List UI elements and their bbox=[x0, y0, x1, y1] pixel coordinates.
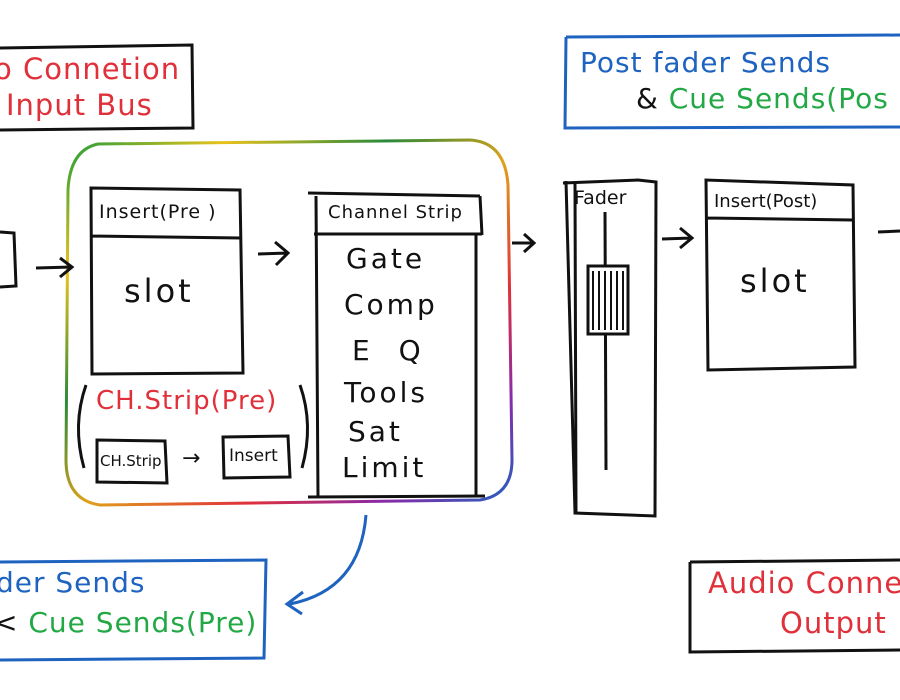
insert-post-slot: slot bbox=[740, 262, 810, 300]
insert-box-frame bbox=[221, 434, 292, 480]
bottom-left-note-line1: der Sends bbox=[0, 566, 146, 599]
top-right-note-amp: & bbox=[636, 82, 659, 115]
insert-pre-slot: slot bbox=[124, 272, 194, 310]
arrow-insert-to-strip bbox=[257, 240, 291, 267]
fader-knob-stripes bbox=[592, 271, 624, 330]
arrow-strip-to-fader bbox=[512, 232, 537, 254]
top-right-note-cue: Cue Sends(Pos bbox=[668, 82, 889, 115]
bottom-left-note-amp: < bbox=[0, 606, 19, 639]
bottom-right-note-line2: Output bbox=[780, 606, 887, 640]
arrow-fader-to-insert bbox=[661, 226, 695, 250]
ch-strip-arrow: → bbox=[182, 446, 202, 471]
fader-title: Fader bbox=[574, 187, 627, 209]
pre-section-outline bbox=[64, 138, 514, 507]
bottom-left-note-box bbox=[0, 558, 268, 662]
top-right-note-box bbox=[563, 33, 900, 130]
channel-strip-box bbox=[307, 191, 486, 499]
arrow-insert-to-output bbox=[877, 229, 900, 234]
top-left-note-line2: Input Bus bbox=[6, 88, 153, 122]
channel-strip-item-sat: Sat bbox=[348, 415, 403, 448]
channel-strip-item-tools: Tools bbox=[344, 376, 428, 409]
ch-strip-right-paren bbox=[298, 384, 309, 469]
bottom-right-note-box bbox=[688, 558, 900, 654]
insert-pre-box bbox=[89, 186, 245, 376]
channel-strip-item-comp: Comp bbox=[344, 288, 438, 321]
ch-strip-left-paren bbox=[77, 384, 88, 469]
arrow-pre-fader-sends bbox=[284, 514, 368, 616]
insert-pre-title: Insert(Pre ) bbox=[99, 201, 217, 223]
arrow-input-to-insert bbox=[35, 256, 75, 279]
ch-strip-pre-title: CH.Strip(Pre) bbox=[96, 386, 278, 416]
channel-strip-item-gate: Gate bbox=[346, 242, 426, 275]
input-bracket bbox=[0, 230, 18, 289]
bottom-left-note-line2: < Cue Sends(Pre) bbox=[0, 606, 257, 639]
channel-strip-item-eq: E Q bbox=[352, 334, 431, 367]
channel-strip-item-limit: Limit bbox=[342, 451, 427, 484]
top-left-note-line1: o Connetion bbox=[0, 52, 181, 86]
top-right-note-line1: Post fader Sends bbox=[580, 46, 832, 79]
ch-strip-box-label: CH.Strip bbox=[100, 452, 162, 470]
bottom-left-note-cue: Cue Sends(Pre) bbox=[28, 606, 258, 639]
bottom-right-note-line1: Audio Conne bbox=[708, 566, 900, 600]
insert-post-title: Insert(Post) bbox=[714, 191, 818, 212]
fader-rail bbox=[603, 211, 608, 471]
insert-post-box bbox=[704, 178, 857, 372]
channel-strip-title: Channel Strip bbox=[328, 202, 463, 223]
ch-strip-box-frame bbox=[95, 438, 169, 485]
fader-knob bbox=[586, 264, 630, 336]
insert-box-label: Insert bbox=[229, 446, 278, 466]
top-right-note-line2: & Cue Sends(Pos bbox=[636, 82, 889, 115]
fader-frame bbox=[562, 178, 658, 518]
top-left-note-box bbox=[0, 43, 195, 132]
